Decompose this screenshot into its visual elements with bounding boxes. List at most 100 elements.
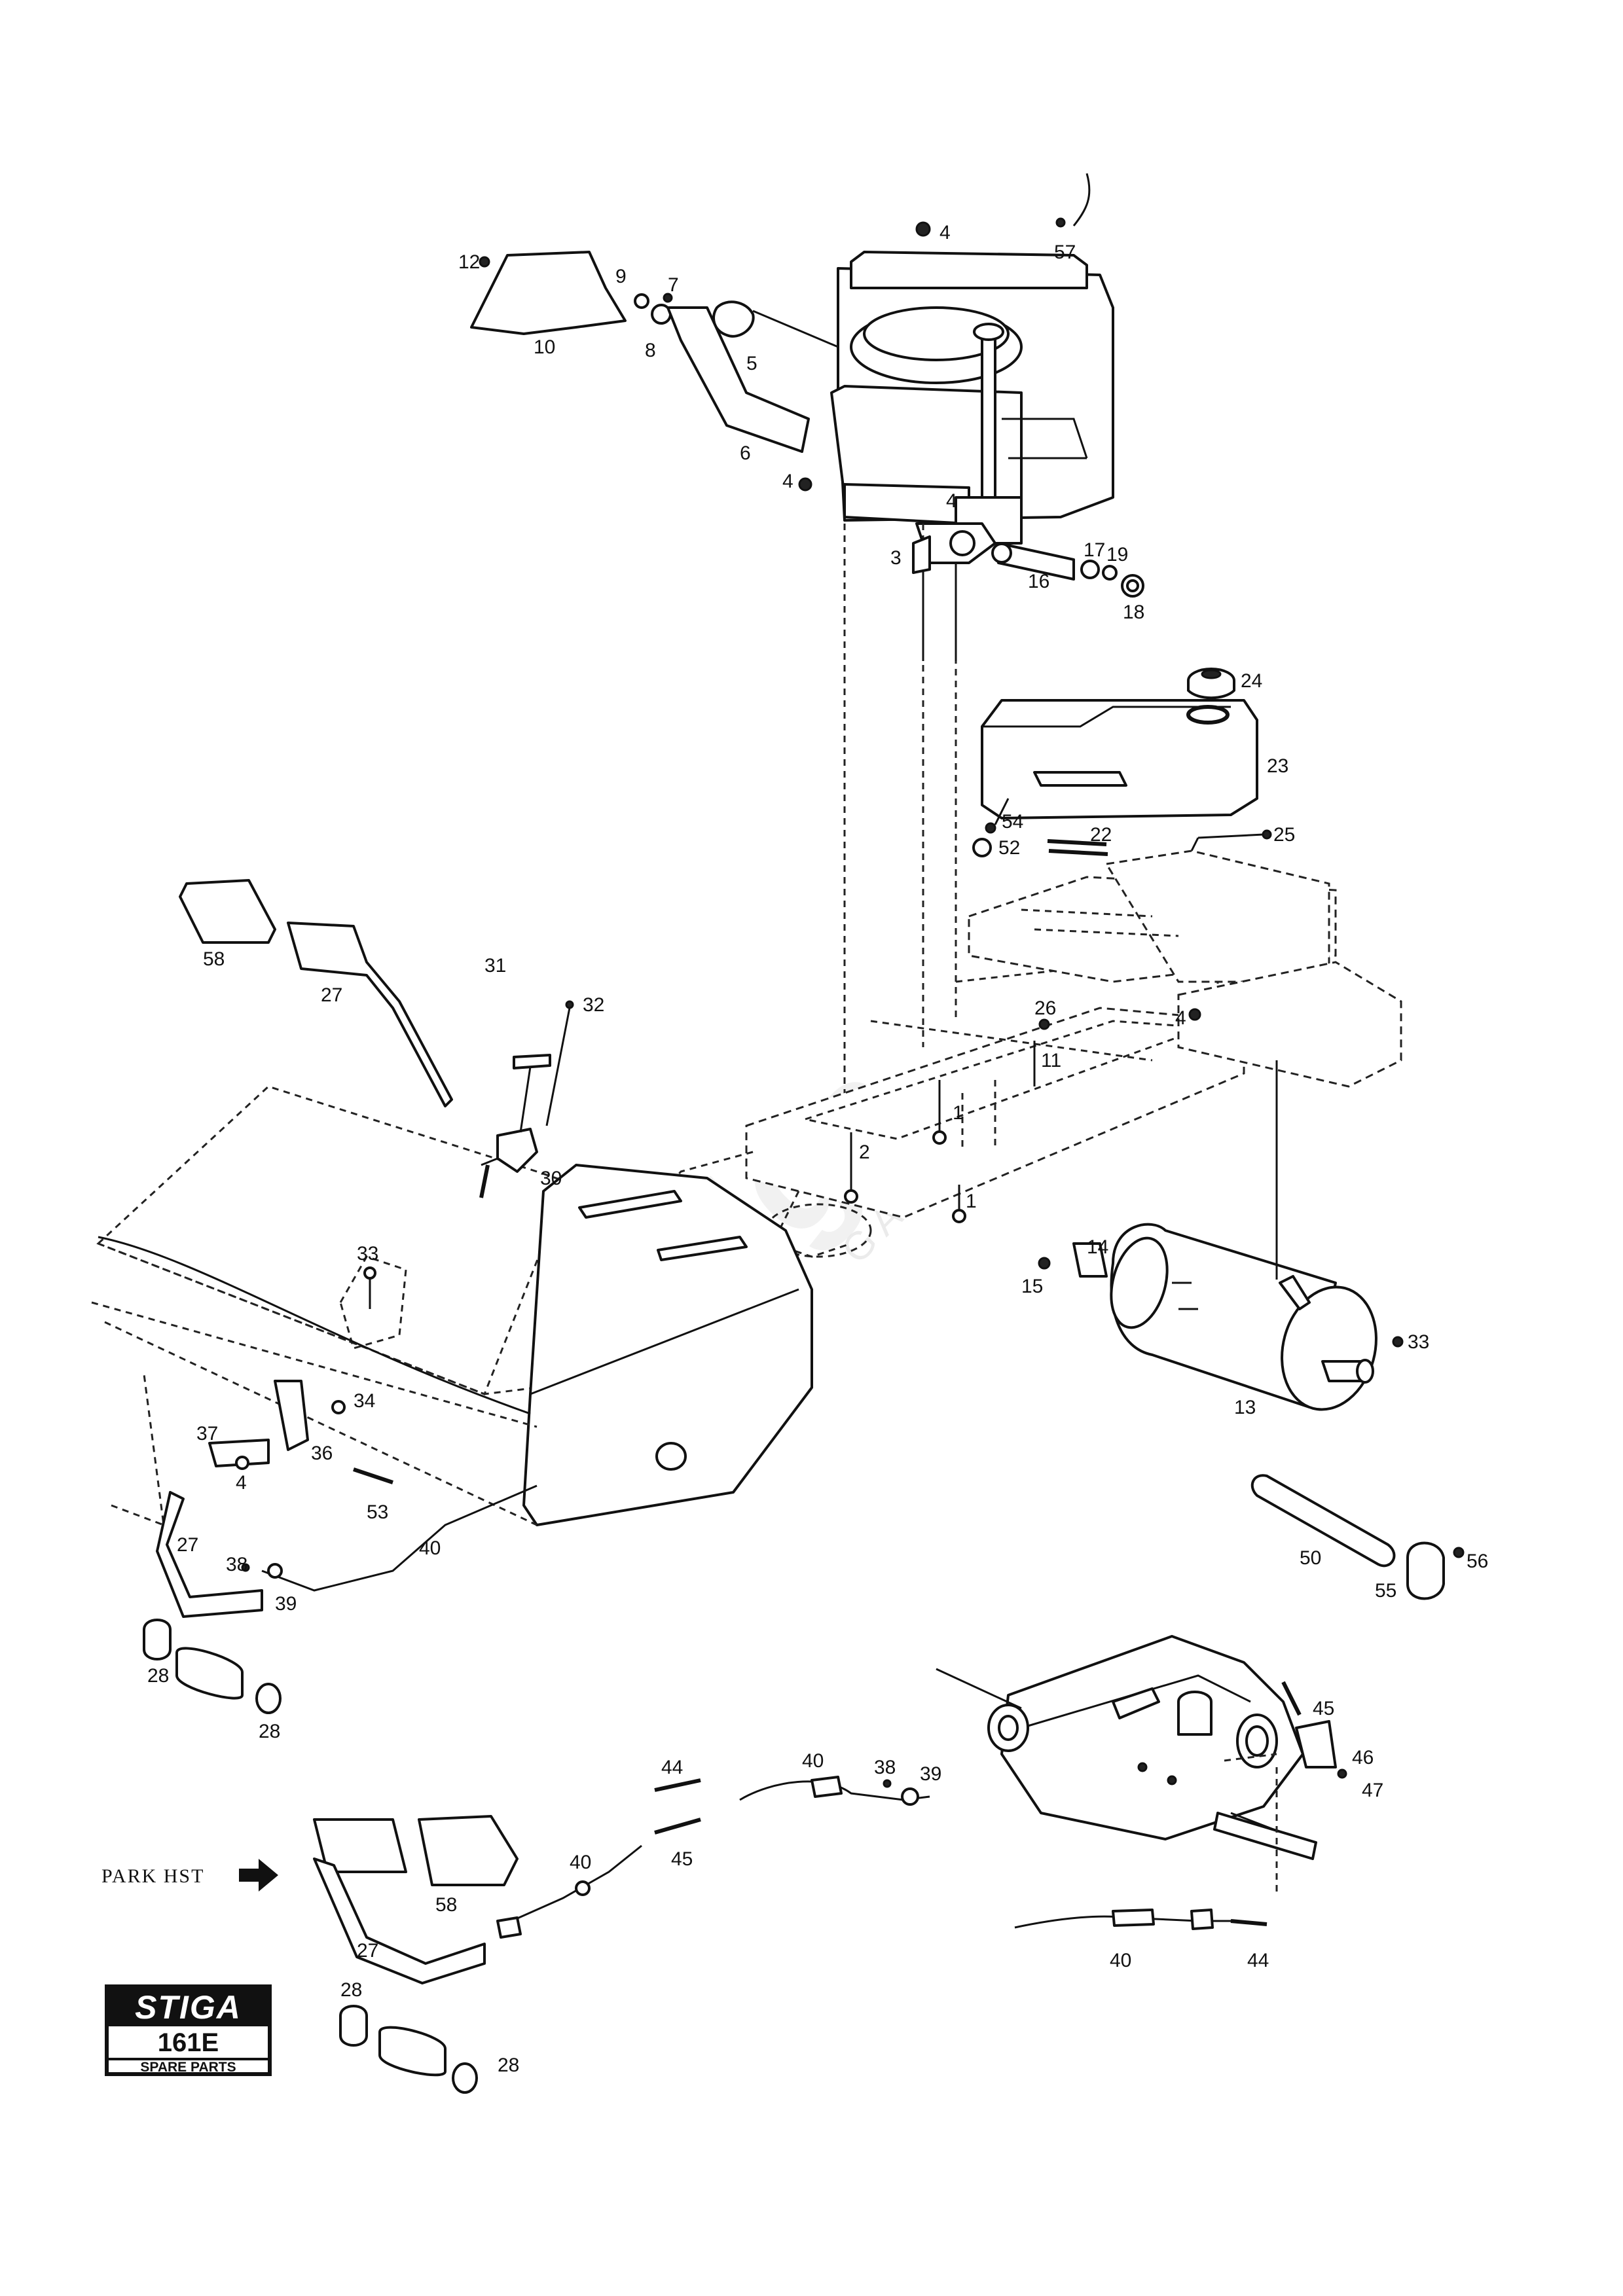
part-52-nut bbox=[972, 838, 992, 857]
callout: 16 bbox=[1028, 571, 1049, 592]
callout: 30 bbox=[540, 1168, 562, 1189]
callout: 4 bbox=[939, 222, 951, 243]
part-4-nut bbox=[915, 221, 931, 237]
callout: 34 bbox=[354, 1390, 375, 1412]
callout: 31 bbox=[484, 955, 506, 977]
callout: 4 bbox=[946, 490, 957, 512]
arrow-right-icon bbox=[239, 1859, 278, 1892]
part-27-pad-lower bbox=[313, 1818, 407, 1873]
part-28-bushing-lower bbox=[339, 2005, 368, 2047]
callout: 47 bbox=[1362, 1780, 1383, 1801]
part-45-spring-right bbox=[1281, 1681, 1302, 1716]
callout: 40 bbox=[419, 1537, 441, 1559]
callout: 19 bbox=[1106, 544, 1128, 565]
part-5-gasket bbox=[712, 300, 755, 338]
callout: 44 bbox=[1247, 1950, 1269, 1971]
callout: 58 bbox=[203, 948, 225, 970]
callout: 6 bbox=[740, 442, 751, 464]
callout: 32 bbox=[583, 994, 604, 1016]
callout: 28 bbox=[498, 2054, 519, 2076]
part-23-fuel-tank bbox=[981, 699, 1258, 819]
callout: 45 bbox=[1313, 1698, 1334, 1719]
part-3-bracket bbox=[912, 535, 931, 574]
part-31-knob bbox=[513, 1054, 551, 1069]
callout: 38 bbox=[226, 1554, 247, 1575]
part-57-clip bbox=[1072, 173, 1091, 226]
callout: 33 bbox=[357, 1243, 378, 1265]
callout: 5 bbox=[746, 353, 757, 374]
callout: 57 bbox=[1054, 242, 1076, 263]
part-58-pedal-pad bbox=[179, 879, 276, 944]
callout: 39 bbox=[920, 1763, 941, 1785]
callout: 28 bbox=[147, 1665, 169, 1687]
part-50-tube bbox=[1250, 1474, 1396, 1568]
part-44-spring-right bbox=[1230, 1919, 1267, 1926]
callout: 53 bbox=[367, 1501, 388, 1523]
part-27-pedal bbox=[287, 922, 453, 1107]
callout: 18 bbox=[1123, 601, 1144, 623]
callout: 14 bbox=[1087, 1236, 1108, 1258]
part-36-bracket bbox=[274, 1380, 309, 1451]
callout: 10 bbox=[534, 336, 555, 358]
callout: 27 bbox=[177, 1534, 198, 1556]
part-30-linkage bbox=[496, 1128, 538, 1173]
callout: 27 bbox=[321, 984, 342, 1006]
part-45-spring bbox=[654, 1818, 701, 1835]
alignment-lines bbox=[843, 524, 957, 1106]
part-27-pedal-park bbox=[313, 1857, 486, 1984]
callout: 9 bbox=[615, 266, 627, 287]
callout: 15 bbox=[1021, 1276, 1043, 1297]
callout: 50 bbox=[1300, 1547, 1321, 1569]
part-55-clamp bbox=[1406, 1541, 1445, 1600]
part-28-bushing bbox=[143, 1619, 172, 1660]
bolts bbox=[850, 1041, 1036, 1211]
body-hood bbox=[91, 1085, 813, 1526]
callout-labels: 4 57 12 9 7 10 8 5 6 4 4 3 17 19 16 18 2… bbox=[147, 222, 1488, 2076]
chassis-frame bbox=[627, 850, 1402, 1258]
callout: 39 bbox=[275, 1593, 297, 1615]
part-13-muffler bbox=[1110, 1223, 1377, 1411]
callout: 37 bbox=[196, 1423, 218, 1444]
callout: 28 bbox=[340, 1979, 362, 2001]
callout: 40 bbox=[802, 1750, 824, 1772]
part-6-exhaust-pipe bbox=[666, 306, 810, 453]
callout: 46 bbox=[1352, 1747, 1374, 1768]
part-53-spring bbox=[353, 1467, 393, 1484]
callout: 33 bbox=[1408, 1331, 1429, 1353]
engine-shaft bbox=[922, 563, 957, 661]
callout: 45 bbox=[671, 1848, 693, 1870]
callout: 22 bbox=[1090, 824, 1112, 846]
pedal-guide-lines bbox=[111, 1374, 165, 1527]
callout: 56 bbox=[1467, 1551, 1488, 1572]
part-14-clamp bbox=[1072, 1242, 1108, 1278]
callout: 25 bbox=[1273, 824, 1295, 846]
callout: 1 bbox=[953, 1102, 964, 1124]
callout: 58 bbox=[435, 1894, 457, 1916]
stiga-logo: STIGA 161E SPARE PARTS bbox=[105, 1984, 272, 2076]
logo-model: 161E bbox=[109, 2028, 268, 2060]
callout: 26 bbox=[1034, 997, 1056, 1019]
callout: 40 bbox=[570, 1852, 591, 1873]
part-46-bracket bbox=[1295, 1720, 1337, 1768]
callout: 27 bbox=[357, 1940, 378, 1962]
engine bbox=[830, 251, 1114, 564]
callout: 17 bbox=[1084, 539, 1105, 561]
callout: 52 bbox=[998, 837, 1020, 859]
park-hst-label: PARK HST bbox=[101, 1865, 204, 1887]
callout: 36 bbox=[311, 1443, 333, 1464]
part-27-pedal-lower bbox=[156, 1491, 263, 1618]
callout: 1 bbox=[966, 1191, 977, 1212]
callout: 24 bbox=[1241, 670, 1262, 692]
callout: 13 bbox=[1234, 1397, 1256, 1418]
callout: 23 bbox=[1267, 755, 1288, 777]
transmission bbox=[936, 1635, 1317, 1860]
callout: 4 bbox=[782, 471, 793, 492]
part-44-spring bbox=[654, 1778, 701, 1792]
callout: 12 bbox=[458, 251, 480, 273]
part-30-spring bbox=[479, 1164, 490, 1198]
part-24-fuel-cap bbox=[1187, 668, 1235, 700]
callout: 55 bbox=[1375, 1580, 1396, 1602]
callout: 38 bbox=[874, 1757, 896, 1778]
part-22-strip bbox=[1047, 839, 1108, 856]
logo-brand: STIGA bbox=[109, 1988, 268, 2026]
